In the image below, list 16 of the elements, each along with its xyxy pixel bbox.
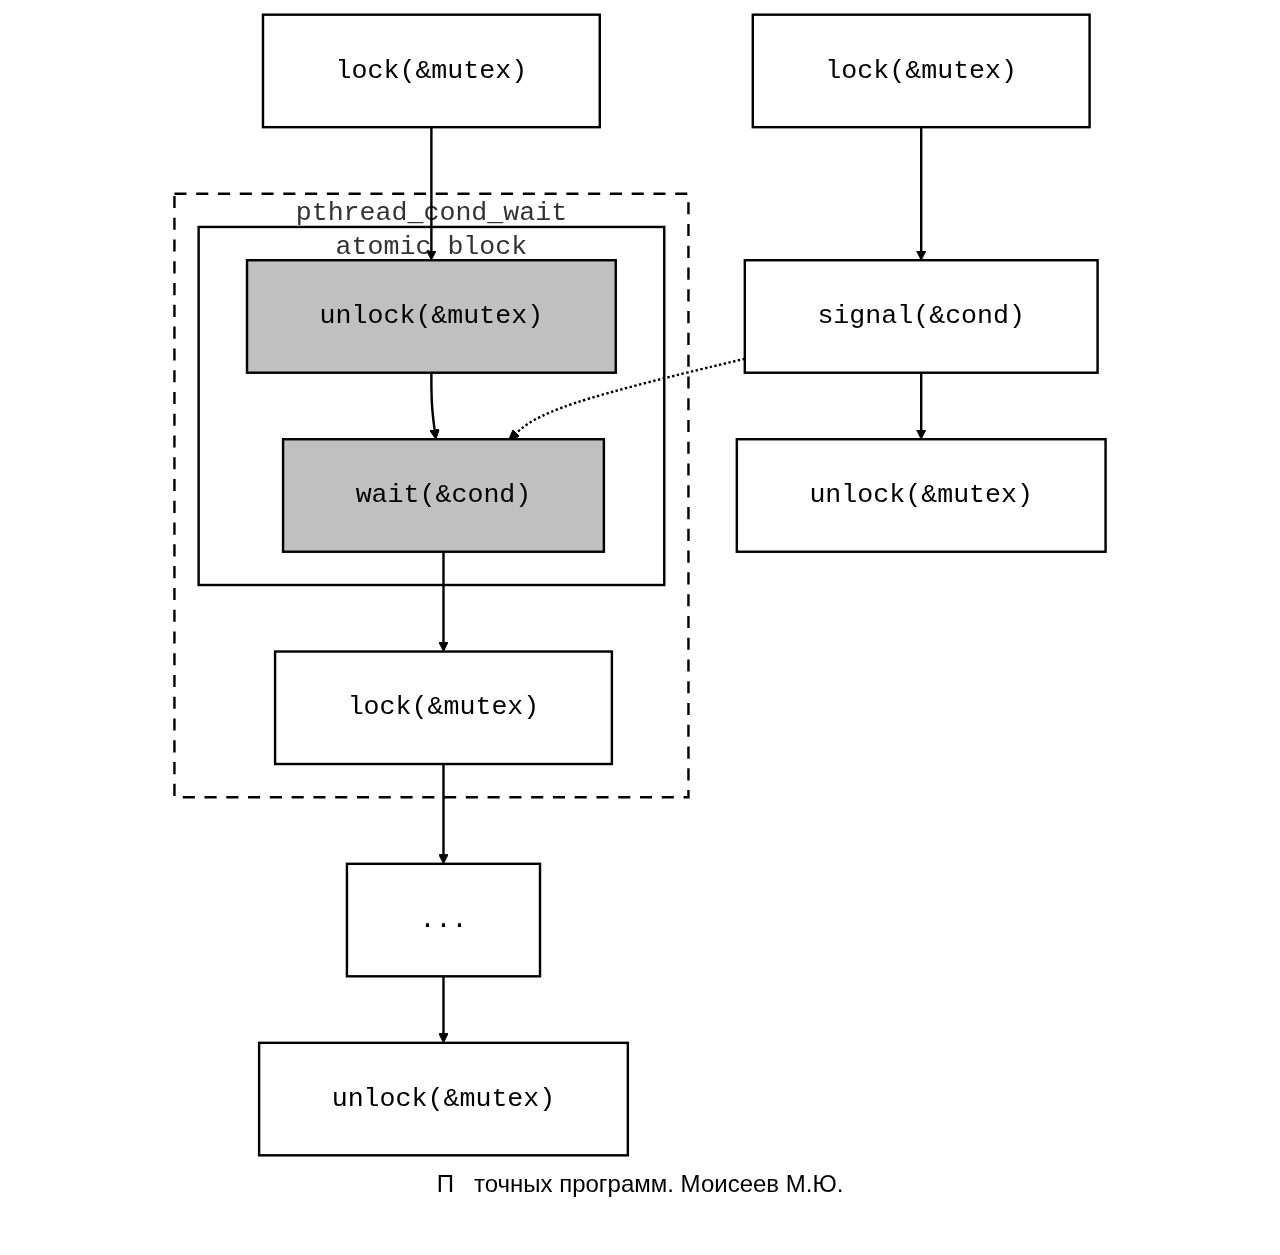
node-box: ... bbox=[345, 862, 542, 978]
arrow bbox=[438, 551, 449, 652]
arrow bbox=[429, 372, 440, 440]
node-box: lock(&mutex) bbox=[751, 13, 1091, 129]
arrow bbox=[426, 127, 437, 261]
footer-text: точных программ. Моисеев М.Ю. bbox=[473, 1170, 844, 1197]
footer-text: П bbox=[436, 1170, 454, 1197]
node-box: signal(&cond) bbox=[743, 259, 1099, 374]
node-box: unlock(&mutex) bbox=[245, 259, 617, 374]
node-box: lock(&mutex) bbox=[261, 13, 601, 129]
node-box: lock(&mutex) bbox=[273, 650, 614, 766]
node-box: unlock(&mutex) bbox=[735, 438, 1107, 553]
node-box: unlock(&mutex) bbox=[257, 1041, 630, 1157]
node-box: wait(&cond) bbox=[281, 438, 606, 553]
arrow bbox=[915, 127, 927, 261]
arrow bbox=[915, 372, 927, 440]
